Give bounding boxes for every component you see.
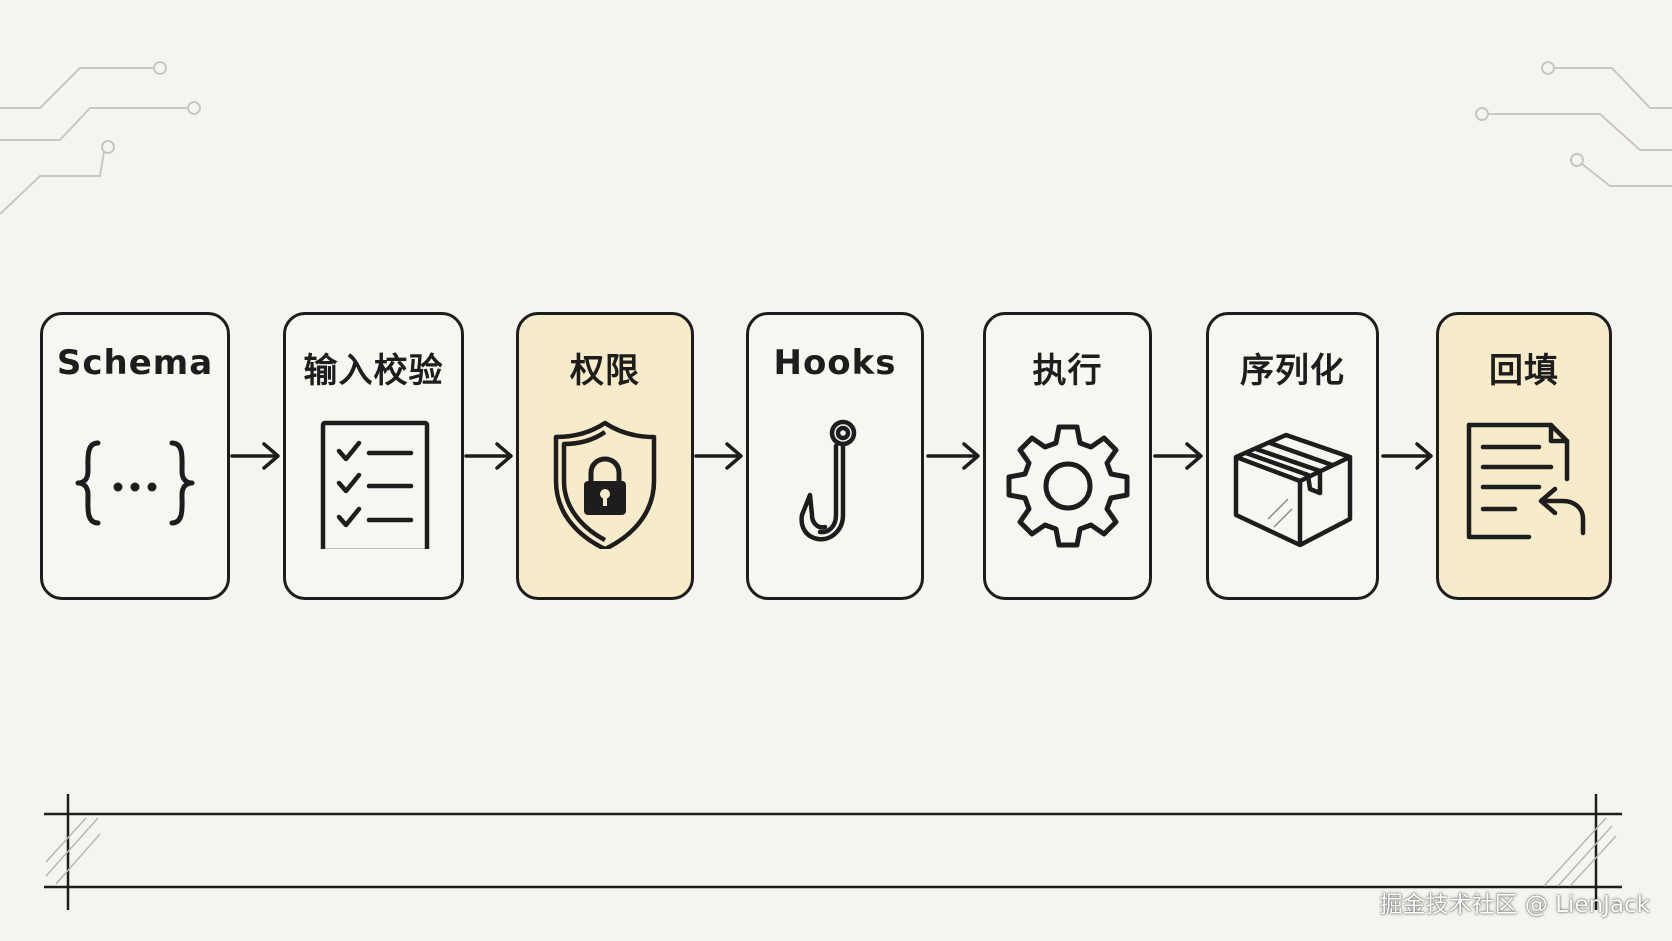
document-return-icon: [1459, 419, 1589, 549]
flow-arrow: [230, 434, 283, 478]
step-card-permission: 权限: [516, 312, 694, 600]
step-card-input-validation: 输入校验: [283, 312, 464, 600]
step-card-execute: 执行: [983, 312, 1152, 600]
flow-arrow: [694, 434, 746, 478]
step-card-hooks: Hooks: [746, 312, 924, 600]
flow-arrow: [1379, 434, 1436, 478]
watermark: 掘金技术社区 @ LienJack: [1379, 892, 1650, 918]
step-label: Schema: [56, 343, 214, 383]
shield-lock-icon: [540, 419, 670, 549]
braces-icon: [70, 419, 200, 549]
gear-icon: [1003, 419, 1133, 549]
step-card-serialize: 序列化: [1206, 312, 1379, 600]
step-card-schema: Schema: [40, 312, 230, 600]
checklist-icon: [309, 419, 439, 549]
hook-icon: [770, 419, 900, 549]
flow-arrow: [1152, 434, 1206, 478]
step-label: 输入校验: [303, 351, 444, 391]
step-label: 执行: [1032, 351, 1103, 391]
step-label: 回填: [1489, 351, 1559, 391]
flow-arrow: [924, 434, 983, 478]
step-label: 序列化: [1240, 351, 1345, 391]
step-label: Hooks: [773, 343, 897, 383]
flow-arrow: [464, 434, 516, 478]
step-card-backfill: 回填: [1436, 312, 1612, 600]
box-icon: [1228, 419, 1358, 549]
step-label: 权限: [570, 351, 640, 391]
